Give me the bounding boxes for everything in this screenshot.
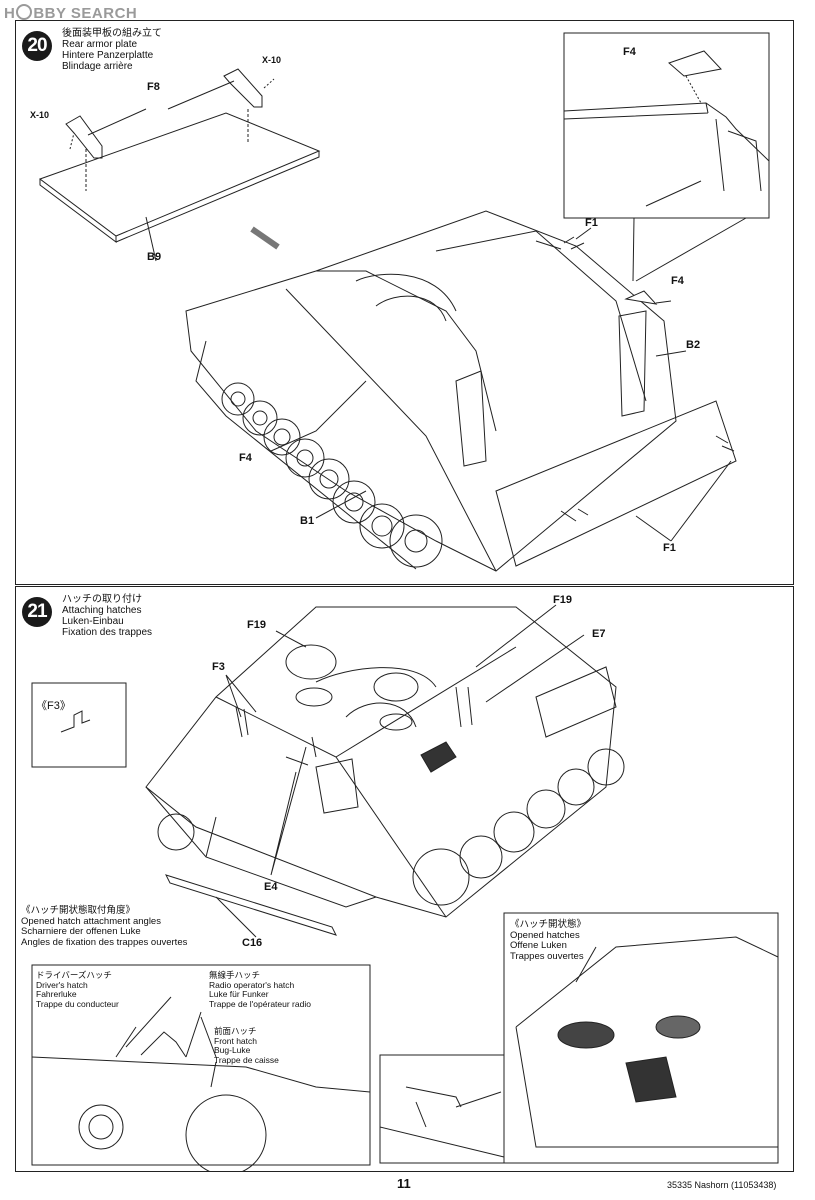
opened-hatch-right [655,1015,701,1039]
watermark-text: BBY SEARCH [33,5,138,22]
opened-caption-ja: 《ハッチ開状態》 [510,919,587,930]
opened-caption-fr: Trappes ouvertes [510,950,584,962]
step21-title-fr: Fixation des trappes [62,627,153,638]
front-hatch-en: Front hatch [214,1035,257,1046]
f19-hatch-right [373,672,419,702]
radio-hatch-caption: 無線手ハッチ Radio operator's hatch Luke für F… [209,970,311,1009]
front-hatch [315,758,359,814]
radio-hatch-ja: 無線手ハッチ [209,970,261,980]
f4-gusset-inset [668,50,722,77]
watermark-prefix: H [4,5,16,22]
angles-caption-fr: Angles de fixation des trappes ouvertes [21,936,188,948]
opened-hatches-caption: 《ハッチ開状態》 Opened hatches Offene Luken Tra… [510,919,587,962]
watermark-o-icon [16,4,33,20]
label-f3: F3 [212,661,225,673]
driver-hatch-caption: ドライバーズハッチ Driver's hatch Fahrerluke Trap… [36,970,119,1009]
front-hatch-ja: 前面ハッチ [214,1026,257,1036]
step21-number: 21 [22,597,52,627]
radio-hatch-fr: Trappe de l'opérateur radio [209,998,311,1009]
hull-top [145,606,617,918]
driver-hatch-fr: Trappe du conducteur [36,998,119,1009]
label-b1: B1 [300,515,315,527]
label-f8: F8 [147,81,160,93]
label-x10-right: X-10 [262,55,282,65]
angles-caption-ja: 《ハッチ開状態取付角度》 [21,905,136,916]
f4-plate-right [618,310,647,417]
f3-part-detail [60,710,91,733]
label-b9: B9 [147,251,162,263]
front-hatch-fr: Trappe de caisse [214,1054,279,1065]
step21-title-ja: ハッチの取り付け [62,594,142,605]
step20-panel: 20 後面装甲板の組み立て Rear armor plate Hintere P… [15,20,794,585]
step20-drawing [38,32,770,572]
step21-title: ハッチの取り付け Attaching hatches Luken-Einbau … [62,594,152,638]
step20-title: 後面装甲板の組み立て Rear armor plate Hintere Panz… [62,28,162,72]
bracket-f8-right [223,68,263,108]
f19-hatch-left [285,644,337,680]
vehicle-hull [185,210,677,572]
step21-panel: 21 ハッチの取り付け Attaching hatches Luken-Einb… [15,586,794,1172]
step20-title-de: Hintere Panzerplatte [62,50,154,61]
front-hatch-de: Bug-Luke [214,1045,251,1055]
step21-drawing [31,604,779,1171]
driver-hatch-en: Driver's hatch [36,979,88,990]
angles-caption-en: Opened hatch attachment angles [21,915,161,927]
driver-hatch-ja: ドライバーズハッチ [36,970,112,980]
side-grille [535,666,617,738]
c16-bar [165,874,337,936]
opened-hatch-left [557,1021,615,1049]
label-b2: B2 [686,339,701,351]
label-e4: E4 [264,881,278,893]
label-c16: C16 [242,937,263,949]
bracket-f8-left [65,115,103,159]
e7-part [420,741,457,773]
road-wheels [221,382,443,568]
step20-title-en: Rear armor plate [62,39,138,50]
product-code: 35335 Nashorn (11053438) [667,1180,777,1190]
label-f1-top: F1 [585,217,598,229]
step21-title-en: Attaching hatches [62,605,142,616]
step21-title-de: Luken-Einbau [62,616,124,627]
label-x10-left: X-10 [30,110,50,120]
hinge-detail-box [379,1054,505,1164]
label-f19-right: F19 [553,594,572,606]
f4-gusset-right [624,290,658,305]
step20-number: 20 [22,31,52,61]
angles-caption: 《ハッチ開状態取付角度》 Opened hatch attachment ang… [21,905,188,948]
hobby-search-watermark: H BBY SEARCH [4,4,137,22]
label-f4-right: F4 [671,275,684,287]
road-wheels-21 [157,748,625,906]
f3-detail-box [31,682,127,768]
label-f4-inset: F4 [623,46,636,58]
page-number: 11 [397,1176,411,1191]
front-hatch-caption: 前面ハッチ Front hatch Bug-Luke Trappe de cai… [214,1026,279,1065]
label-f19-left: F19 [247,619,266,631]
angles-caption-de: Scharniere der offenen Luke [21,926,141,937]
label-f1-bottom: F1 [663,542,676,554]
label-f3-detail: 《F3》 [36,700,71,712]
driver-hatch-de: Fahrerluke [36,989,77,999]
radio-hatch-en: Radio operator's hatch [209,979,295,990]
opened-hatches-box [503,912,779,1164]
label-f4-left: F4 [239,452,252,464]
step20-title-ja: 後面装甲板の組み立て [62,28,162,39]
f4-plate-left [455,370,487,467]
radio-hatch-de: Luke für Funker [209,989,269,999]
opened-caption-de: Offene Luken [510,940,567,951]
opened-caption-en: Opened hatches [510,929,580,941]
rear-plate-hull [495,400,737,567]
label-e7: E7 [592,628,606,640]
step20-title-fr: Blindage arrière [62,61,133,72]
